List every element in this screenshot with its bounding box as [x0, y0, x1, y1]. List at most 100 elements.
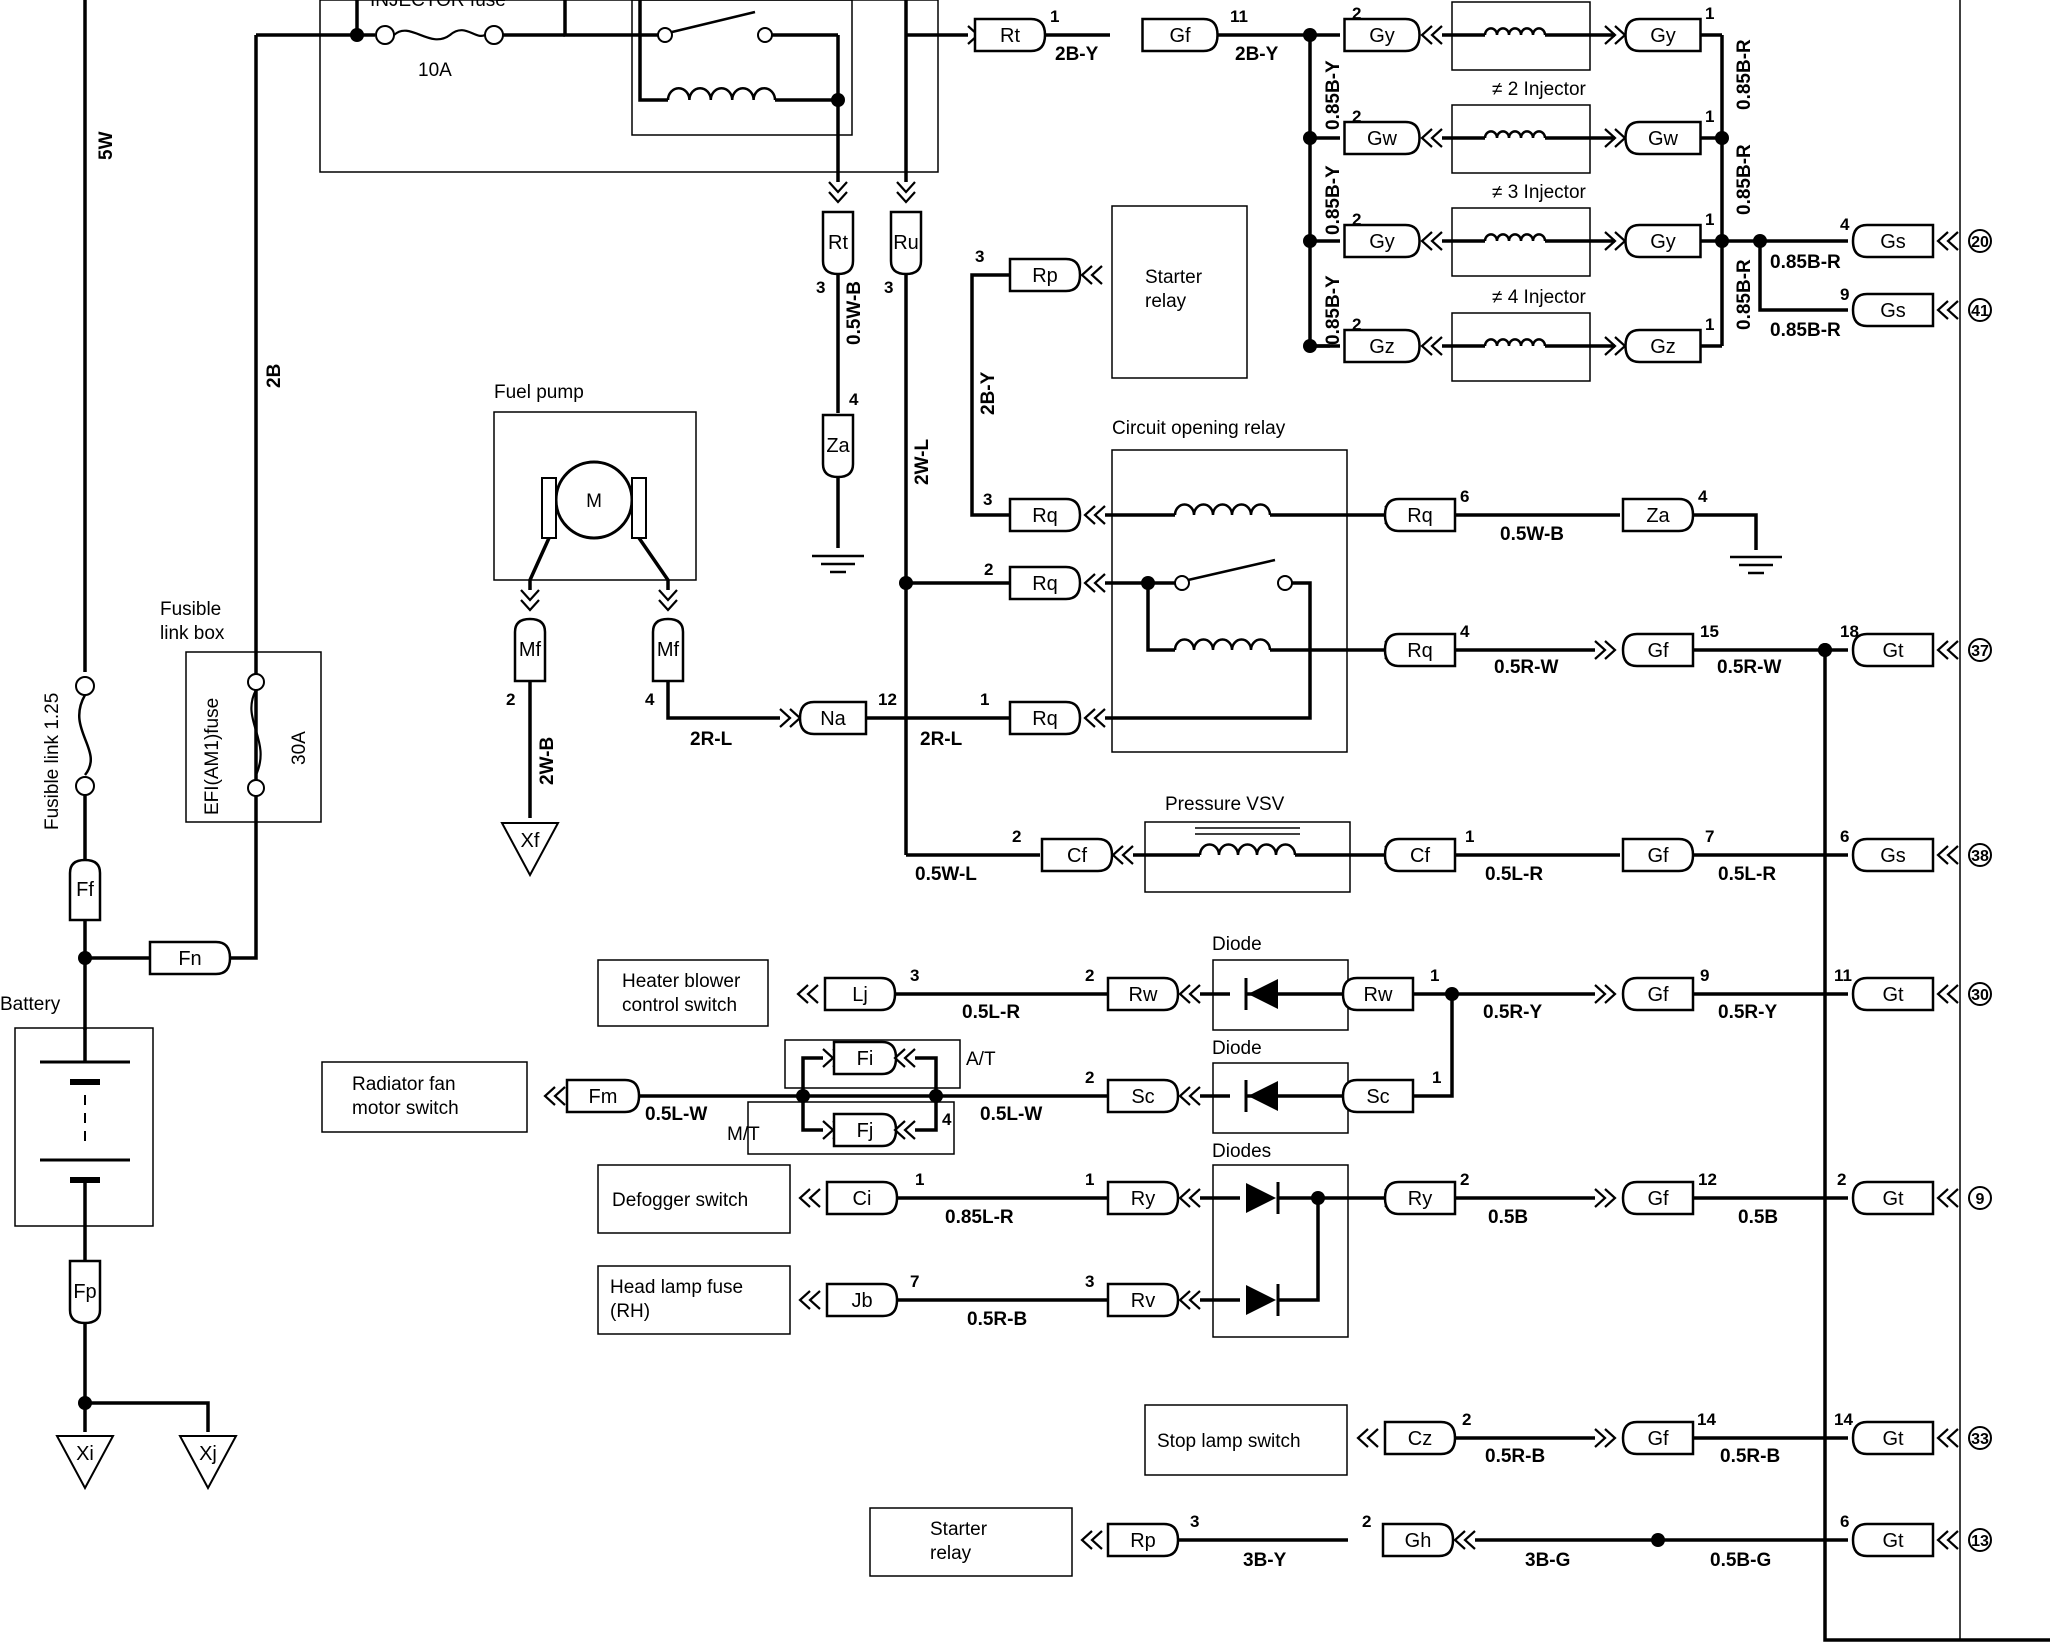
injector-box — [1451, 1, 1591, 71]
connector-Gf — [1621, 976, 1695, 1012]
pin-number: 1 — [1705, 4, 1714, 23]
chevron — [1936, 1530, 1959, 1550]
starter-relay-box — [1111, 205, 1248, 379]
ecu-terminal-number: 41 — [1971, 303, 1989, 320]
connector-label: Gw — [1367, 128, 1398, 150]
connector-label: Rw — [1364, 984, 1393, 1006]
connector-label: Za — [1646, 505, 1670, 527]
wire — [666, 681, 780, 720]
connector-Na — [798, 700, 868, 736]
chevron — [1420, 128, 1443, 148]
wire — [1413, 994, 1454, 1098]
pin-number: 1 — [1705, 107, 1714, 126]
diodes-label: Diodes — [1212, 1141, 1271, 1162]
ground-terminal-label: Xj — [199, 1443, 217, 1465]
junction-dot — [1715, 131, 1729, 145]
pin-number: 3 — [1190, 1512, 1199, 1531]
connector-Gy — [1624, 223, 1702, 259]
wire — [801, 1096, 823, 1132]
connector-label: Cz — [1408, 1428, 1432, 1450]
fusible-link-end — [75, 676, 95, 696]
connector-Gh — [1381, 1522, 1455, 1558]
ground-terminal-Xf — [500, 822, 560, 878]
efi-fuse-label: EFI(AM1)fuse — [202, 698, 223, 815]
ecu-terminal — [1968, 638, 1992, 662]
ecu-terminal — [1968, 982, 1992, 1006]
connector-label: Na — [820, 708, 846, 730]
wire-label: 0.85B-Y — [1323, 165, 1344, 235]
relay-coil — [1173, 503, 1272, 516]
connector-label: Gz — [1650, 336, 1676, 358]
ecu-terminal — [1968, 1186, 1992, 1210]
connector-label: Rq — [1407, 505, 1433, 527]
pin-number: 4 — [645, 690, 655, 709]
ecu-terminal-number: 9 — [1976, 1191, 1985, 1208]
connector-Gz — [1624, 328, 1702, 364]
connector-Rv — [1106, 1282, 1180, 1318]
chevron — [658, 589, 678, 612]
pin-number: 1 — [1050, 7, 1059, 26]
connector-label: Gy — [1650, 25, 1676, 47]
ecu-terminal-number: 33 — [1971, 1431, 1989, 1448]
pin-number: 2 — [1462, 1410, 1471, 1429]
connector-label: Gf — [1647, 1428, 1669, 1450]
fusible-link-box — [185, 651, 322, 823]
chevron — [1936, 231, 1959, 251]
pin-number: 2 — [1837, 1170, 1846, 1189]
wire — [1823, 650, 2050, 1642]
connector-label: Gt — [1882, 640, 1904, 662]
injector-label: ≠ 3 Injector — [1492, 182, 1587, 203]
chevron — [1936, 640, 1959, 660]
connector-Gw — [1624, 120, 1702, 156]
chevron — [893, 1120, 916, 1140]
pin-number: 9 — [1840, 285, 1849, 304]
connector-label: Fm — [589, 1086, 618, 1108]
wire — [801, 1056, 823, 1096]
connector-Gy — [1343, 223, 1421, 259]
fuse-end — [375, 25, 395, 45]
connector-label: Ru — [893, 232, 919, 254]
diode-symbol — [1246, 1285, 1276, 1315]
ground-terminal-label: Xi — [76, 1443, 94, 1465]
chevron — [796, 984, 819, 1004]
wire — [970, 273, 1010, 517]
ecu-terminal — [1968, 1426, 1992, 1450]
junction-dot — [1818, 643, 1832, 657]
connector-label: Gt — [1882, 1188, 1904, 1210]
connector-label: Gt — [1882, 1428, 1904, 1450]
injector-box — [1451, 104, 1591, 174]
heater-label: control switch — [622, 995, 737, 1016]
pin-number: 2 — [1460, 1170, 1469, 1189]
connector-label: Gy — [1369, 25, 1395, 47]
connector-label: Gt — [1882, 984, 1904, 1006]
connector-label: Gh — [1405, 1530, 1432, 1552]
relay-coil-frame — [631, 0, 853, 136]
chevron — [1453, 1530, 1476, 1550]
chevron — [1083, 573, 1106, 593]
chevron — [1936, 1188, 1959, 1208]
chevron — [1594, 1188, 1617, 1208]
starter-relay-label: Starter — [1145, 267, 1203, 288]
chevron — [1936, 984, 1959, 1004]
chevron — [1178, 984, 1201, 1004]
connector-Gt — [1851, 1522, 1935, 1558]
relay-coil — [1173, 638, 1272, 651]
connector-Gf — [1621, 632, 1695, 668]
pin-number: 1 — [1465, 827, 1474, 846]
connector-label: Rq — [1407, 640, 1433, 662]
chevron — [893, 1048, 916, 1068]
pin-number: 3 — [816, 278, 825, 297]
pin-number: 9 — [1700, 966, 1709, 985]
connector-label: Rq — [1032, 573, 1058, 595]
chevron — [1936, 1428, 1959, 1448]
wire-label: 0.5R-Y — [1483, 1002, 1542, 1023]
chevron — [1936, 300, 1959, 320]
wire-label: 0.5L-R — [1485, 864, 1543, 885]
fuse-end — [247, 779, 265, 797]
wire — [637, 537, 670, 590]
connector-label: Gt — [1882, 1530, 1904, 1552]
connector-Gw — [1343, 120, 1421, 156]
wire-label: 2B-Y — [978, 371, 999, 415]
fusible-link-end — [75, 776, 95, 796]
